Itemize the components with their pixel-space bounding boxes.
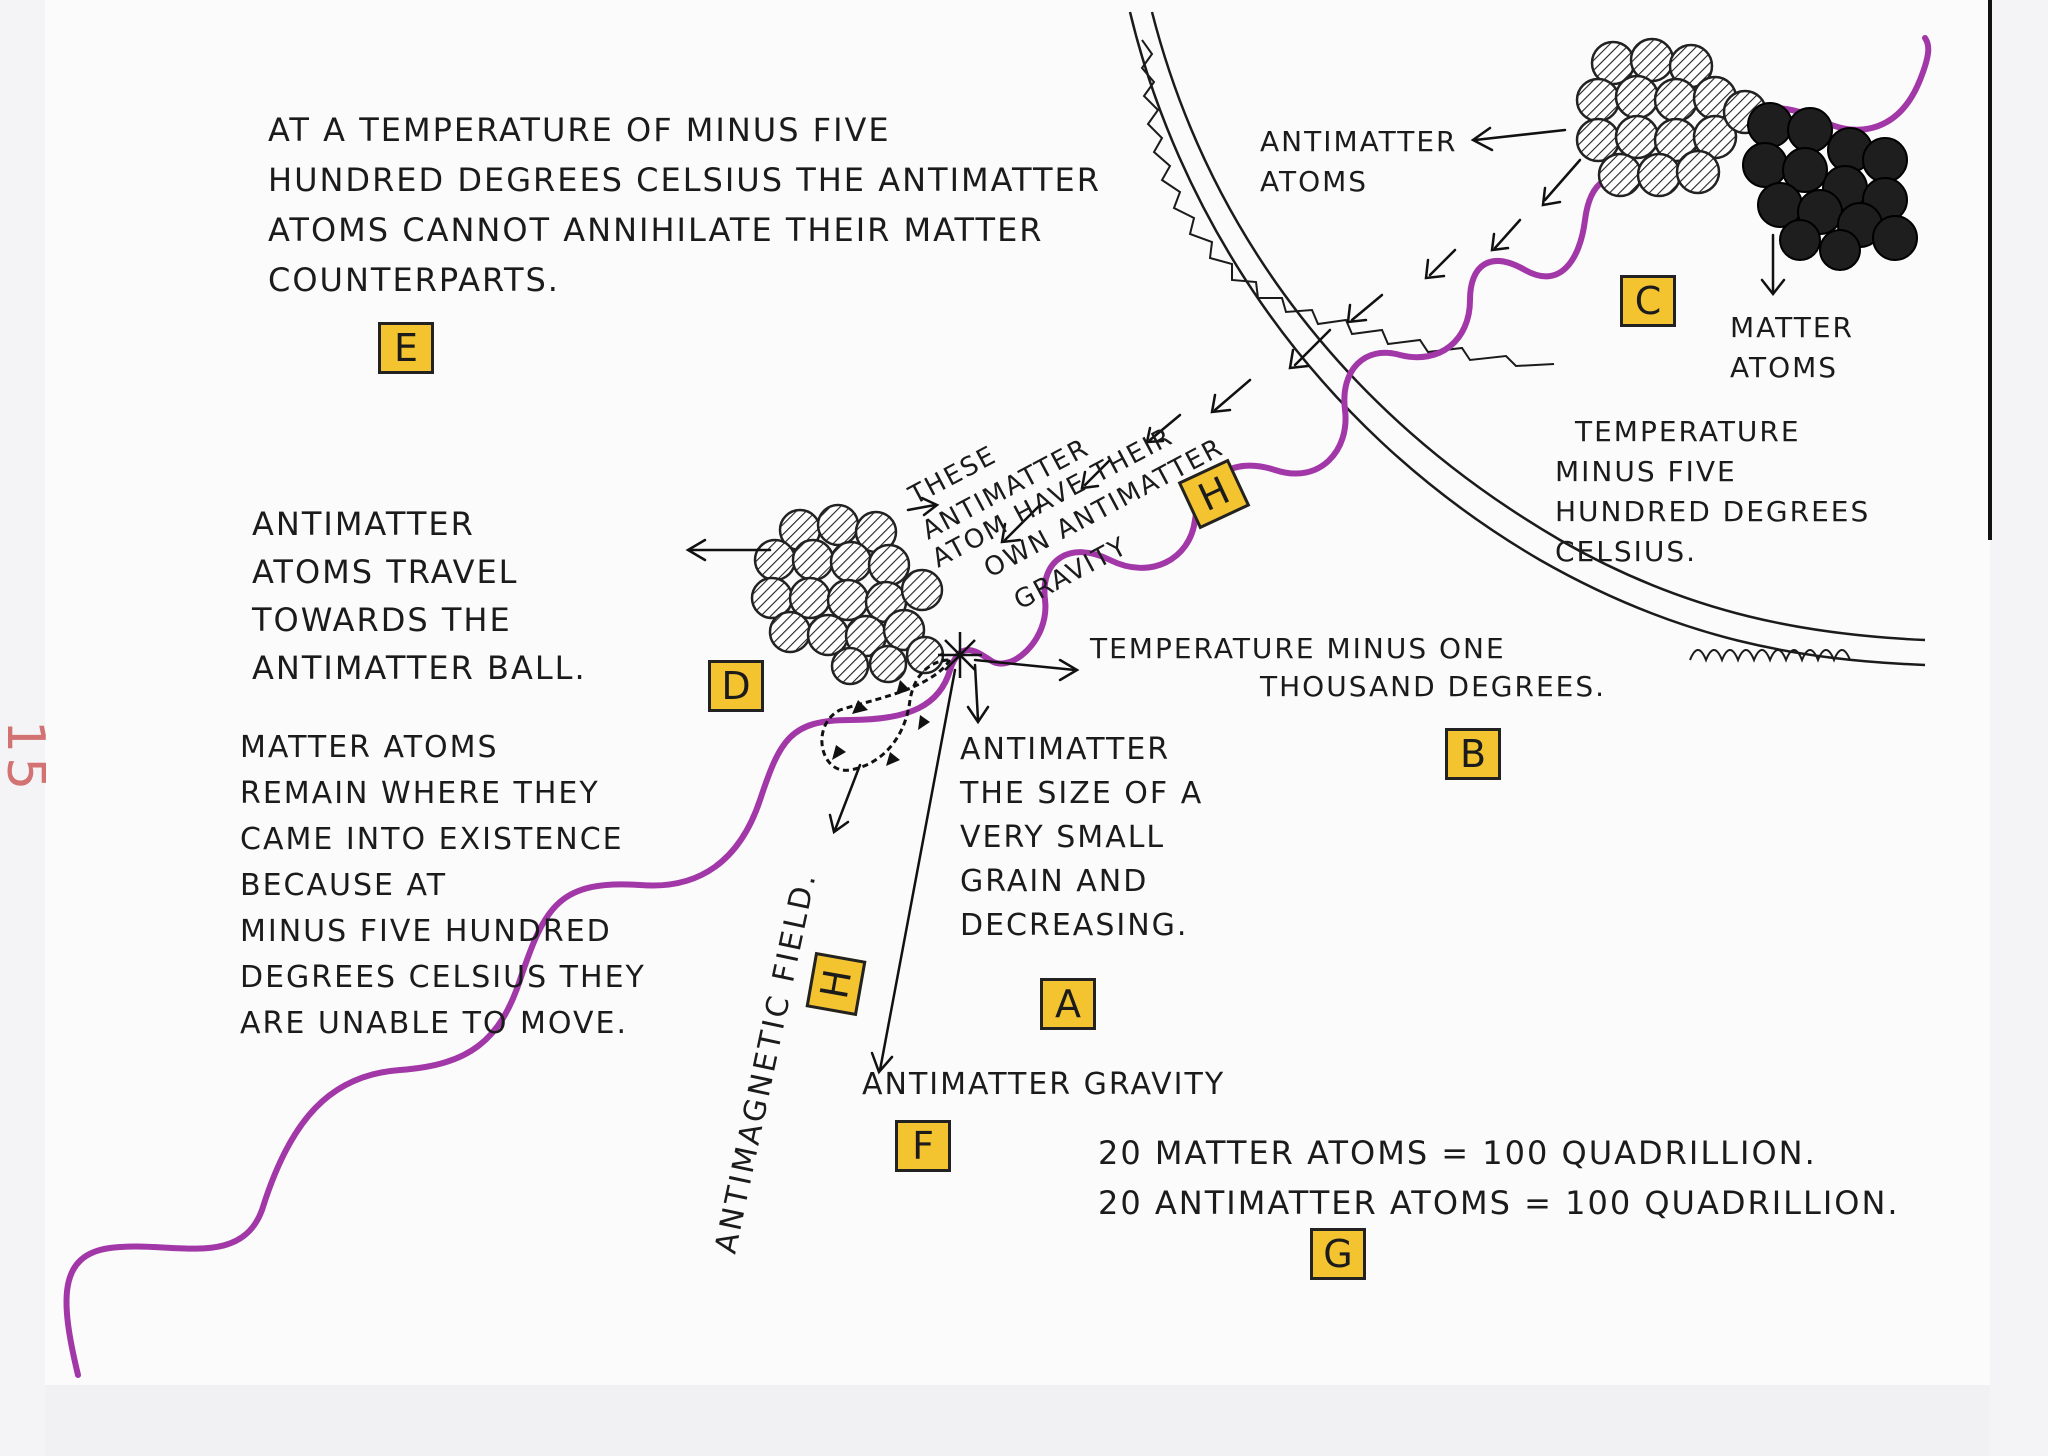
- temperature-c-text: TEMPERATURE MINUS FIVE HUNDRED DEGREES C…: [1555, 412, 1870, 572]
- paper-sheet: [45, 0, 1990, 1385]
- matter-remain-line: REMAIN WHERE THEY: [240, 776, 600, 811]
- antimatter-size-line: ANTIMATTER: [960, 732, 1171, 767]
- temperature-b-line: THOUSAND DEGREES.: [1260, 670, 1607, 703]
- temperature-b-text: TEMPERATURE MINUS ONE THOUSAND DEGREES.: [1090, 630, 1606, 706]
- e-caption: AT A TEMPERATURE OF MINUS FIVE HUNDRED D…: [268, 105, 1101, 305]
- travel-d-line: ATOMS TRAVEL: [252, 553, 519, 591]
- antimatter-gravity-text: ANTIMATTER GRAVITY: [862, 1067, 1226, 1102]
- label-g: G: [1310, 1228, 1366, 1280]
- matter-remain-line: CAME INTO EXISTENCE: [240, 822, 624, 857]
- matter-remain-text: MATTER ATOMS REMAIN WHERE THEY CAME INTO…: [240, 725, 646, 1047]
- antimatter-size-line: VERY SMALL: [960, 820, 1166, 855]
- label-c: C: [1620, 275, 1676, 327]
- temperature-c-line: MINUS FIVE: [1555, 455, 1737, 488]
- matter-remain-line: MATTER ATOMS: [240, 730, 499, 765]
- count-antimatter-text: 20 ANTIMATTER ATOMS = 100 QUADRILLION.: [1098, 1184, 1900, 1222]
- matter-remain-line: BECAUSE AT: [240, 868, 448, 903]
- label-b: B: [1445, 728, 1501, 780]
- antimatter-size-text: ANTIMATTER THE SIZE OF A VERY SMALL GRAI…: [960, 728, 1203, 948]
- travel-d-line: TOWARDS THE: [252, 601, 512, 639]
- label-h-lower: H: [805, 951, 867, 1017]
- antimatter-size-line: DECREASING.: [960, 908, 1189, 943]
- temperature-c-line: TEMPERATURE: [1575, 415, 1801, 448]
- matter-atoms-line: ATOMS: [1730, 351, 1839, 384]
- matter-remain-line: MINUS FIVE HUNDRED: [240, 914, 612, 949]
- e-caption-line: AT A TEMPERATURE OF MINUS FIVE: [268, 111, 891, 149]
- label-a: A: [1040, 978, 1096, 1030]
- travel-d-text: ANTIMATTER ATOMS TRAVEL TOWARDS THE ANTI…: [252, 500, 587, 692]
- matter-atoms-label: MATTER ATOMS: [1730, 308, 1854, 388]
- antimatter-atom-cluster-center: [750, 503, 945, 686]
- e-caption-line: COUNTERPARTS.: [268, 261, 560, 299]
- count-matter-text: 20 MATTER ATOMS = 100 QUADRILLION.: [1098, 1134, 1817, 1172]
- e-caption-line: ATOMS CANNOT ANNIHILATE THEIR MATTER: [268, 211, 1044, 249]
- field-arrowheads: [832, 680, 930, 766]
- matter-remain-line: DEGREES CELSIUS THEY: [240, 960, 646, 995]
- page-number: 15: [0, 720, 55, 795]
- antimagnetic-field-text: ANTIMAGNETIC FIELD.: [709, 868, 824, 1256]
- antimatter-atoms-line: ANTIMATTER: [1260, 125, 1458, 158]
- antimatter-grain-star: [938, 632, 982, 678]
- arrows: [685, 126, 1786, 1075]
- own-gravity-text: THESE ANTIMATTER ATOM HAVE THEIR OWN ANT…: [903, 422, 1228, 617]
- temperature-c-line: CELSIUS.: [1555, 535, 1698, 568]
- label-d: D: [708, 660, 764, 712]
- antimatter-atoms-line: ATOMS: [1260, 165, 1369, 198]
- label-f: F: [895, 1120, 951, 1172]
- antimagnetic-field-loop: [820, 658, 952, 772]
- paper-shadow: [45, 1385, 1990, 1456]
- antimatter-atoms-text: ANTIMATTER ATOMS: [1260, 122, 1457, 202]
- temperature-c-line: HUNDRED DEGREES: [1555, 495, 1871, 528]
- antimatter-atom-cluster-top: [1575, 37, 1768, 198]
- matter-atoms-line: MATTER: [1730, 311, 1854, 344]
- travel-d-line: ANTIMATTER BALL.: [252, 649, 587, 687]
- matter-atom-cluster: [1742, 102, 1918, 271]
- antimatter-size-line: THE SIZE OF A: [960, 776, 1204, 811]
- label-e: E: [378, 322, 434, 374]
- e-caption-line: HUNDRED DEGREES CELSIUS THE ANTIMATTER: [268, 161, 1101, 199]
- travel-d-line: ANTIMATTER: [252, 505, 475, 543]
- boundary-arc: [1128, 11, 1926, 667]
- page-edge-line: [1988, 0, 1992, 540]
- boundary-loops: [1689, 649, 1851, 663]
- temperature-b-line: TEMPERATURE MINUS ONE: [1090, 632, 1506, 665]
- antimatter-size-line: GRAIN AND: [960, 864, 1149, 899]
- boundary-zigzag: [1140, 39, 1555, 368]
- matter-remain-line: ARE UNABLE TO MOVE.: [240, 1006, 629, 1041]
